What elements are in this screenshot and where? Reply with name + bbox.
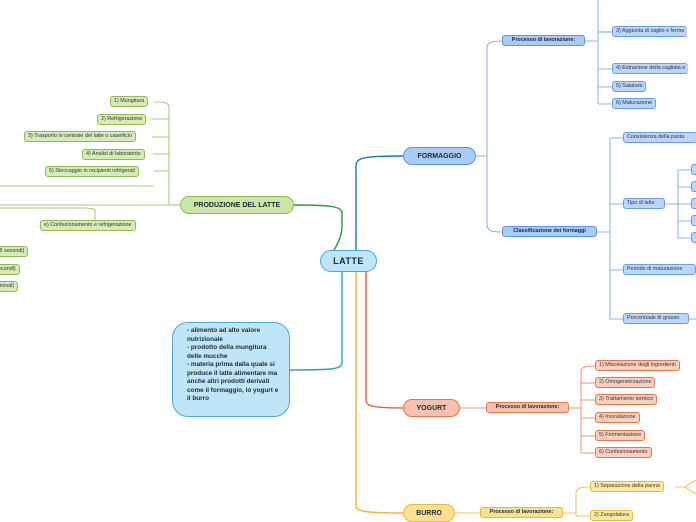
- produzione-step-5[interactable]: 5) Stoccaggio in recipienti refrigerati: [45, 166, 139, 177]
- yogurt-step-4[interactable]: 4) Inoculazione: [595, 412, 640, 423]
- produzione-substep-confezionamento[interactable]: e) Confezionamento e refrigerazione: [40, 220, 136, 231]
- produzione-substep-partial-1[interactable]: ,5 secondi): [0, 246, 29, 257]
- yogurt-processo-node[interactable]: Processo di lavorazione:: [486, 402, 569, 413]
- branch-formaggio-line: [355, 155, 404, 250]
- classificazione-consistenza[interactable]: Consistenza della pasta: [623, 132, 696, 143]
- tipo-latte-subnode-5[interactable]: [691, 232, 696, 243]
- tipo-latte-subnode-2[interactable]: [691, 181, 696, 192]
- formaggio-step-3[interactable]: 3) Aggiunta di caglio e ferme: [612, 26, 688, 37]
- burro-step-1[interactable]: 1) Separazione della panna: [590, 481, 664, 492]
- classificazione-percentuale-grasso[interactable]: Percentuale di grasso: [623, 313, 689, 324]
- produzione-step-2[interactable]: 2) Refrigerazione: [97, 114, 147, 125]
- yogurt-step-1[interactable]: 1) Miscelazione degli ingredienti: [595, 360, 680, 371]
- burro-step-2[interactable]: 2) Zangolatura: [590, 510, 634, 521]
- classificazione-periodo-maturazione[interactable]: Periodo di maturazione: [623, 264, 696, 275]
- formaggio-step-4[interactable]: 4) Estrazione della cagliata e: [612, 63, 689, 74]
- classificazione-tipo-di-latte[interactable]: Tipo di latte: [623, 198, 665, 209]
- node-produzione-del-latte[interactable]: PRODUZIONE DEL LATTE: [180, 196, 294, 214]
- burro-processo-node[interactable]: Processo di lavorazione:: [480, 507, 563, 518]
- tipo-latte-subnode-4[interactable]: [691, 215, 696, 226]
- root-node-latte[interactable]: LATTE: [320, 250, 377, 272]
- produzione-step-3[interactable]: 3) Trasporto in centrale del latte o cas…: [24, 131, 136, 142]
- produzione-step-1[interactable]: 1) Mungitura: [110, 96, 149, 107]
- yogurt-step-3[interactable]: 3) Trattamento termico: [595, 394, 658, 405]
- yogurt-step-5[interactable]: 5) Fermentazione: [595, 430, 646, 441]
- tipo-latte-subnode-3[interactable]: [691, 198, 696, 209]
- yogurt-step-2[interactable]: 2) Omogeneizzazione: [595, 377, 656, 388]
- tipo-latte-subnode-1[interactable]: [691, 164, 696, 175]
- branch-note-line: [289, 272, 343, 371]
- note-text: - alimento ad alto valore nutrizionale -…: [187, 327, 279, 403]
- formaggio-processo-node[interactable]: Processo di lavorazione:: [502, 35, 585, 46]
- formaggio-step-5[interactable]: 5) Salatura: [612, 81, 647, 92]
- produzione-substep-partial-2[interactable]: econdi): [0, 264, 20, 275]
- branch-yogurt-line: [365, 272, 404, 409]
- node-yogurt[interactable]: YOGURT: [403, 399, 460, 417]
- node-burro[interactable]: BURRO: [403, 504, 455, 522]
- produzione-substep-partial-3[interactable]: minuti): [0, 281, 19, 292]
- branch-burro-line: [355, 272, 404, 514]
- yogurt-step-6[interactable]: 6) Confezionamento: [595, 447, 652, 458]
- latte-description-note[interactable]: - alimento ad alto valore nutrizionale -…: [172, 322, 290, 417]
- produzione-step-4[interactable]: 4) Analisi di laboratorio: [82, 149, 145, 160]
- node-formaggio[interactable]: FORMAGGIO: [403, 147, 476, 165]
- formaggio-step-6[interactable]: 6) Maturazione: [612, 98, 656, 109]
- formaggio-classificazione-node[interactable]: Classificazione dei formaggi: [502, 226, 597, 237]
